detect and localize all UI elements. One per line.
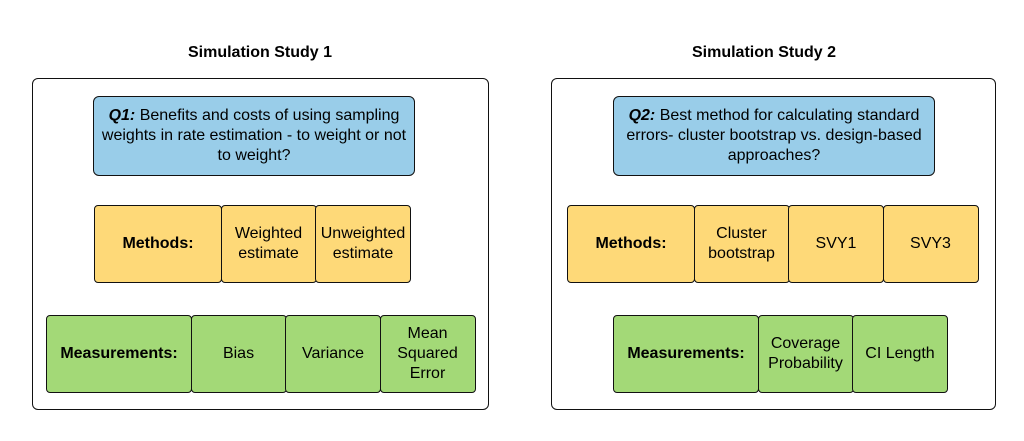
study2-question-text: Q2: Best method for calculating standard… (620, 106, 928, 166)
study2-method-svy3: SVY3 (882, 205, 979, 283)
study2-method-svy1: SVY1 (788, 205, 884, 283)
study1-measurements-row: Measurements: Bias Variance Mean Squared… (46, 315, 476, 393)
study1-method-unweighted: Unweighted estimate (315, 205, 411, 283)
study2-measure-coverage: Coverage Probability (757, 315, 854, 393)
study2-measurements-row: Measurements: Coverage Probability CI Le… (613, 315, 948, 393)
study1-question-box: Q1: Benefits and costs of using sampling… (93, 96, 415, 176)
study1-method-weighted: Weighted estimate (220, 205, 317, 283)
study2-measure-ci-length: CI Length (852, 315, 948, 393)
study2-methods-row: Methods: Cluster bootstrap SVY1 SVY3 (567, 205, 979, 283)
study2-title: Simulation Study 2 (691, 44, 836, 61)
study1-methods-label: Methods: (94, 205, 222, 283)
study1-measurements-label: Measurements: (46, 315, 192, 393)
study1-measure-mse: Mean Squared Error (379, 315, 476, 393)
study2-question-box: Q2: Best method for calculating standard… (613, 96, 935, 176)
study2-measurements-label: Measurements: (613, 315, 759, 393)
study2-methods-label: Methods: (567, 205, 695, 283)
study1-question-label: Q1: (108, 107, 136, 124)
study1-title: Simulation Study 1 (187, 44, 332, 61)
study2-question-label: Q2: (628, 107, 656, 124)
study1-question-body: Benefits and costs of using sampling wei… (101, 107, 407, 164)
study1-methods-row: Methods: Weighted estimate Unweighted es… (94, 205, 411, 283)
study1-question-text: Q1: Benefits and costs of using sampling… (100, 106, 408, 166)
study1-measure-bias: Bias (190, 315, 287, 393)
study1-measure-variance: Variance (285, 315, 381, 393)
study2-method-cluster-bootstrap: Cluster bootstrap (693, 205, 790, 283)
study2-question-body: Best method for calculating standard err… (626, 107, 922, 164)
